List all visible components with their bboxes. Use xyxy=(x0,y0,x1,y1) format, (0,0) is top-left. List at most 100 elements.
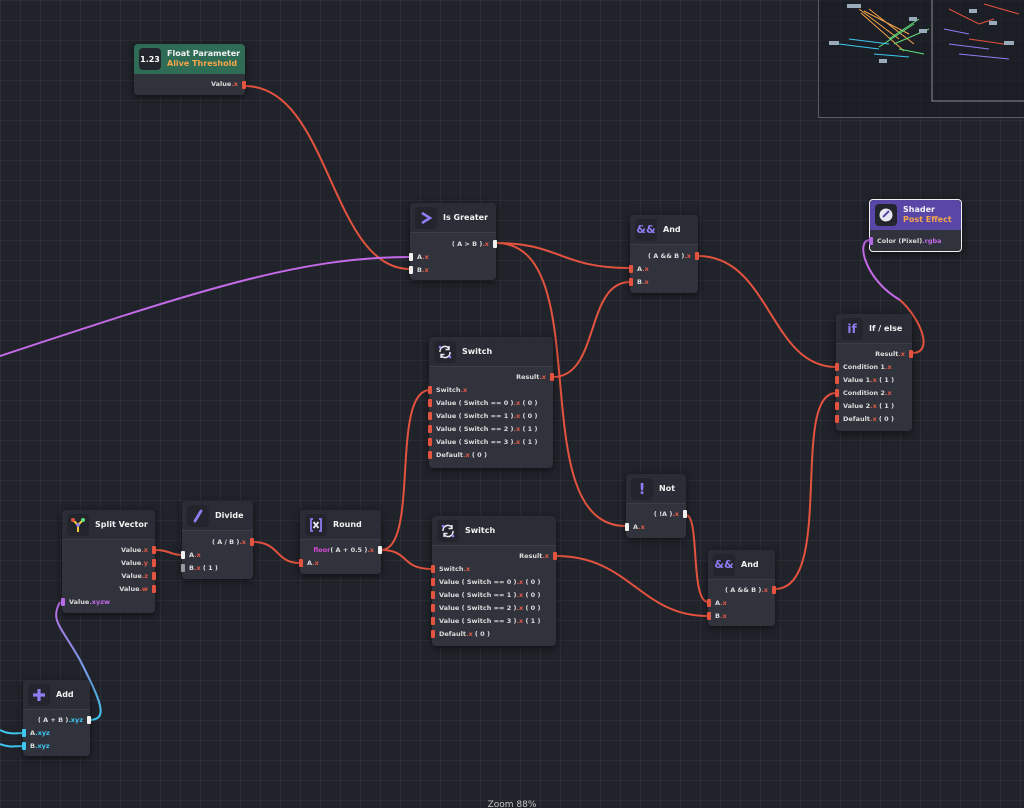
input-port-condition-2[interactable] xyxy=(835,389,839,397)
output-port-y[interactable] xyxy=(152,559,156,567)
node-add[interactable]: Add ( A + B ).xyz A.xyz B.xyz xyxy=(22,680,91,756)
output-port[interactable] xyxy=(378,546,382,554)
swizzle: .x xyxy=(516,578,524,586)
wire-switch1-to-and1 xyxy=(552,281,631,378)
output-port[interactable] xyxy=(250,538,254,546)
input-port-a[interactable] xyxy=(299,559,303,567)
node-header[interactable]: Switch xyxy=(429,337,553,367)
input-port-a[interactable] xyxy=(409,253,413,261)
swizzle: .x xyxy=(194,551,201,559)
node-header[interactable]: 1.23 Float Parameter Alive Threshold xyxy=(134,44,245,74)
input-port-value[interactable] xyxy=(61,598,65,606)
output-result: Result.x xyxy=(519,551,549,561)
port-label: Condition 1 xyxy=(843,363,885,371)
output-x: Value.x xyxy=(121,545,148,555)
node-subtitle: Alive Threshold xyxy=(167,59,238,68)
output-expression: ( !A ).x xyxy=(654,509,679,519)
output-port-z[interactable] xyxy=(152,572,156,580)
swizzle: .x xyxy=(539,373,546,381)
input-case-0: Value ( Switch == 0 ).x ( 0 ) xyxy=(436,398,537,408)
input-port-value-1[interactable] xyxy=(835,376,839,384)
port-label: Value ( Switch == 2 ) xyxy=(436,425,514,433)
node-and-bottom[interactable]: && And ( A && B ).x A.x B.x xyxy=(707,550,776,626)
node-header[interactable]: ! Not xyxy=(626,474,686,504)
wire-round-to-switch1 xyxy=(380,389,431,551)
input-port-case-0[interactable] xyxy=(431,578,435,586)
input-port-switch[interactable] xyxy=(428,386,432,394)
node-header[interactable]: if If / else xyxy=(836,314,912,344)
input-port-case-0[interactable] xyxy=(428,399,432,407)
input-port-value-2[interactable] xyxy=(835,402,839,410)
node-switch-bottom[interactable]: Switch Result.x Switch.x Value ( Switch … xyxy=(431,516,557,646)
input-port-a[interactable] xyxy=(625,523,629,531)
output-port[interactable] xyxy=(87,716,91,724)
input-port-b[interactable] xyxy=(629,278,633,286)
node-float-parameter[interactable]: 1.23 Float Parameter Alive Threshold Val… xyxy=(134,44,246,95)
default-value: ( 0 ) xyxy=(878,415,894,423)
wire-and1-to-ifelse xyxy=(697,255,837,368)
port-label: A xyxy=(30,729,36,737)
input-port-switch[interactable] xyxy=(431,565,435,573)
node-split-vector[interactable]: Split Vector Value.x Value.y Value.z Val… xyxy=(61,510,156,613)
node-not[interactable]: ! Not ( !A ).x A.x xyxy=(625,474,687,538)
input-port-case-2[interactable] xyxy=(428,425,432,433)
node-header[interactable]: Is Greater xyxy=(410,203,496,233)
node-if-else[interactable]: if If / else Result.x Condition 1.x Valu… xyxy=(835,314,913,431)
node-header[interactable]: && And xyxy=(708,550,775,580)
input-port-case-3[interactable] xyxy=(431,617,435,625)
swizzle: .x xyxy=(422,253,429,261)
input-port-a[interactable] xyxy=(707,599,711,607)
output-port[interactable] xyxy=(909,350,913,358)
output-port[interactable] xyxy=(695,252,699,260)
output-port[interactable] xyxy=(683,510,687,518)
node-and-top[interactable]: && And ( A && B ).x A.x B.x xyxy=(629,215,699,293)
input-port-b[interactable] xyxy=(409,266,413,274)
input-port-case-3[interactable] xyxy=(428,438,432,446)
output-port[interactable] xyxy=(493,240,497,248)
port-label: Default xyxy=(843,415,870,423)
node-is-greater[interactable]: Is Greater ( A > B ).x A.x B.x xyxy=(409,203,497,280)
output-y: Value.y xyxy=(121,558,148,568)
icon-label: if xyxy=(847,321,857,336)
node-header[interactable]: Switch xyxy=(432,516,556,546)
port-label: ( A && B ) xyxy=(725,586,762,594)
node-round[interactable]: Round floor( A + 0.5 ).x A.x xyxy=(299,510,382,574)
default-value: ( 1 ) xyxy=(522,438,538,446)
node-header[interactable]: && And xyxy=(630,215,698,245)
input-port-b[interactable] xyxy=(181,564,185,572)
input-port-condition-1[interactable] xyxy=(835,363,839,371)
output-result: Result.x xyxy=(875,349,905,359)
node-header[interactable]: Shader Post Effect xyxy=(870,200,961,230)
input-port-b[interactable] xyxy=(707,612,711,620)
input-port-case-1[interactable] xyxy=(428,412,432,420)
input-port-case-2[interactable] xyxy=(431,604,435,612)
input-port-b[interactable] xyxy=(22,742,26,750)
input-port-default[interactable] xyxy=(835,415,839,423)
input-port-a[interactable] xyxy=(629,265,633,273)
node-header[interactable]: Add xyxy=(23,680,90,710)
input-port-case-1[interactable] xyxy=(431,591,435,599)
output-port[interactable] xyxy=(242,81,246,89)
input-port-a[interactable] xyxy=(181,551,185,559)
input-a: A.x xyxy=(307,558,319,568)
input-port-color[interactable] xyxy=(869,237,873,245)
minimap[interactable] xyxy=(818,0,1024,118)
node-switch-top[interactable]: Switch Result.x Switch.x Value ( Switch … xyxy=(428,337,554,468)
output-port-w[interactable] xyxy=(152,585,156,593)
output-port-x[interactable] xyxy=(152,546,156,554)
node-divide[interactable]: Divide ( A / B ).x A.x B.x ( 1 ) xyxy=(181,501,254,579)
node-header[interactable]: Split Vector xyxy=(62,510,155,540)
input-port-default[interactable] xyxy=(431,630,435,638)
input-port-a[interactable] xyxy=(22,729,26,737)
output-port[interactable] xyxy=(553,552,557,560)
output-port[interactable] xyxy=(772,586,776,594)
swizzle: .xyzw xyxy=(89,598,111,606)
input-port-default[interactable] xyxy=(428,451,432,459)
port-label: Default xyxy=(439,630,466,638)
output-port[interactable] xyxy=(550,373,554,381)
node-header[interactable]: Round xyxy=(300,510,381,540)
port-label: Value xyxy=(121,546,142,554)
input-value-1: Value 1.x ( 1 ) xyxy=(843,375,894,385)
node-shader-post-effect[interactable]: Shader Post Effect Color (Pixel).rgba xyxy=(869,199,962,252)
node-header[interactable]: Divide xyxy=(182,501,253,531)
